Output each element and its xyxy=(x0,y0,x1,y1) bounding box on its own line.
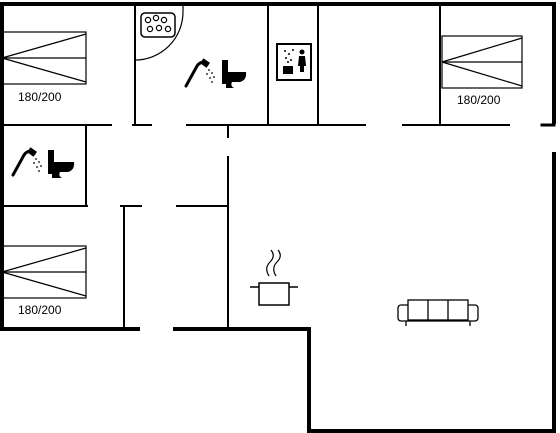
bed-bottom-left: 180/200 xyxy=(1,245,87,317)
interior-walls xyxy=(2,4,510,329)
bed-top-left: 180/200 xyxy=(1,31,87,104)
bed-top-right: 180/200 xyxy=(441,35,523,107)
bed-size-label: 180/200 xyxy=(457,93,501,107)
shower-icon xyxy=(184,58,215,88)
toilet-icon xyxy=(222,60,247,88)
toilet-icon xyxy=(48,150,75,178)
sofa-icon xyxy=(397,299,479,326)
shower-icon xyxy=(11,147,42,177)
bed-size-label: 180/200 xyxy=(18,90,62,104)
whirlpool-icon xyxy=(134,4,184,61)
sauna-icon xyxy=(276,43,312,81)
bed-size-label: 180/200 xyxy=(18,303,62,317)
door-openings xyxy=(140,326,173,332)
cooking-pot-icon xyxy=(250,249,298,306)
